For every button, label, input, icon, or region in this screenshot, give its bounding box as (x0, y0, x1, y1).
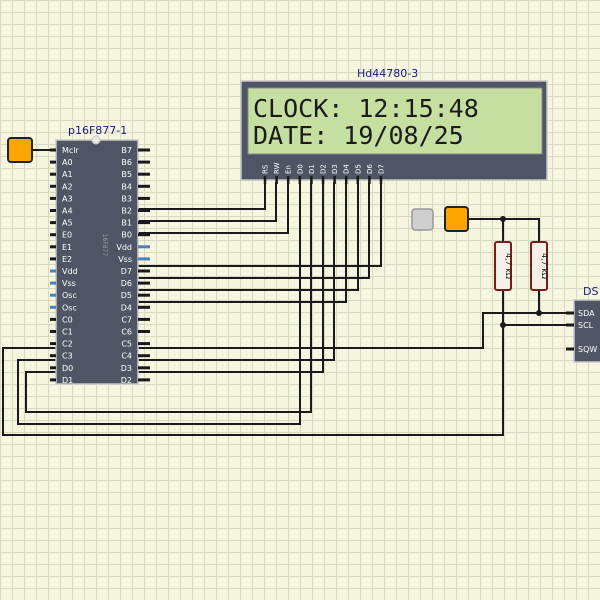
mcu-pin-label: C1 (62, 328, 73, 337)
mcu-pin-label: B1 (121, 219, 132, 228)
mcu-right-pins: B7B6B5B4B3B2B1B0VddVssD7D6D5D4C7C6C5C4D3… (116, 146, 150, 385)
mcu-pin-label: Vss (118, 255, 132, 264)
mcu-pin-label: C7 (121, 315, 132, 324)
mcu-pin-label: B7 (121, 146, 132, 155)
mcu-pin-label: A3 (62, 194, 73, 203)
mcu-pin-label: C5 (121, 340, 132, 349)
resistor-label: 4,7 kΩ (504, 253, 513, 279)
mcu-notch (91, 135, 101, 145)
mcu-pin-label: D3 (121, 364, 132, 373)
wire-scl (2, 324, 566, 436)
wire-d0 (17, 182, 301, 425)
wire-d2 (138, 182, 324, 373)
mcu-pin-label: B5 (121, 170, 132, 179)
mcu-pin-label: A1 (62, 170, 73, 179)
mcu-pin-label: E0 (62, 231, 72, 240)
lcd-pin-label: D4 (343, 164, 351, 174)
wire-d6 (138, 182, 370, 279)
lcd-component[interactable]: Hd44780-3 CLOCK: 12:15:48 DATE: 19/08/25… (240, 67, 548, 184)
lcd-line-1: CLOCK: 12:15:48 (253, 94, 479, 123)
mcu-body (55, 139, 139, 385)
wire-sda (138, 312, 566, 349)
rtc-component[interactable]: DS SDA SCL SQW (566, 285, 600, 363)
rtc-pin-label: SCL (578, 321, 594, 330)
wire-en (138, 182, 289, 234)
junction-dot (536, 310, 542, 316)
mcu-pin-label: B0 (121, 231, 132, 240)
mcu-pin-label: B3 (121, 194, 132, 203)
lcd-line-2: DATE: 19/08/25 (253, 121, 464, 150)
wire-rw (138, 182, 277, 222)
mcu-pin-label: Osc (62, 303, 77, 312)
lcd-screen (247, 87, 543, 155)
lcd-pin-label: En (285, 165, 293, 174)
logic-input-vcc[interactable] (444, 206, 469, 232)
mcu-pin-label: E1 (62, 243, 72, 252)
rtc-pin-label: SQW (578, 345, 597, 354)
mcu-pin-label: C0 (62, 315, 73, 324)
mcu-pin-label: D7 (121, 267, 132, 276)
lcd-pin-label: RS (262, 164, 270, 174)
mcu-pin-label: D2 (121, 376, 132, 385)
mcu-pin-label: C6 (121, 328, 132, 337)
lcd-pin-label: D7 (378, 164, 386, 174)
mcu-pin-label: Vdd (62, 267, 78, 276)
mcu-pin-label: Vss (62, 279, 76, 288)
mcu-pin-label: A5 (62, 219, 73, 228)
lcd-pin-label: D5 (354, 164, 362, 174)
resistor-r2[interactable]: 4,7 kΩ (530, 241, 549, 291)
wire-pullup-supply (468, 218, 540, 242)
mcu-pin-label: B2 (121, 207, 132, 216)
wire-d3 (138, 182, 335, 361)
wire-d4 (138, 182, 347, 303)
mcu-chip-text: 16F877 (101, 234, 108, 257)
push-button[interactable] (411, 208, 434, 231)
mcu-pin-label: D0 (62, 364, 73, 373)
rtc-body (573, 299, 600, 363)
mcu-pin-label: A2 (62, 182, 73, 191)
wire-d5 (138, 182, 359, 291)
mcu-pin-label: D5 (121, 291, 132, 300)
lcd-pin-label: D6 (366, 164, 374, 174)
mcu-pin-label: Mclr (62, 146, 80, 155)
mcu-pin-label: C3 (62, 352, 73, 361)
mcu-pin-label: A4 (62, 207, 73, 216)
lcd-title: Hd44780-3 (357, 67, 418, 80)
wire-d7 (138, 182, 382, 267)
rtc-pin-label: SDA (578, 309, 595, 318)
rtc-title: DS (583, 285, 598, 298)
mcu-pin-label: B4 (121, 182, 132, 191)
lcd-pin-label: D3 (331, 164, 339, 174)
mcu-pin-label: A0 (62, 158, 73, 167)
mcu-pin-label: B6 (121, 158, 132, 167)
logic-input-mclr[interactable] (7, 137, 33, 163)
resistor-body (494, 241, 512, 291)
wire-rs (138, 182, 266, 210)
resistor-label: 4,7 kΩ (540, 253, 549, 279)
lcd-pin-label: D0 (296, 164, 304, 174)
wires (2, 149, 566, 436)
mcu-component[interactable]: p16F877-1 16F877 MclrA0A1A2A3A4A5E0E1E2V… (50, 124, 150, 385)
lcd-pin-label: D1 (308, 164, 316, 174)
mcu-pin-label: D6 (121, 279, 132, 288)
mcu-pin-label: E2 (62, 255, 72, 264)
resistor-r1[interactable]: 4,7 kΩ (494, 241, 513, 291)
resistor-body (530, 241, 548, 291)
mcu-pin-label: Osc (62, 291, 77, 300)
lcd-pin-label: RW (273, 162, 281, 174)
mcu-pin-label: D1 (62, 376, 73, 385)
lcd-pin-label: D2 (320, 164, 328, 174)
junction-dot (500, 216, 506, 222)
junction-dot (500, 322, 506, 328)
mcu-pin-label: C4 (121, 352, 132, 361)
mcu-pin-label: Vdd (116, 243, 132, 252)
mcu-pin-label: C2 (62, 340, 73, 349)
mcu-pin-label: D4 (121, 303, 132, 312)
mcu-title: p16F877-1 (68, 124, 127, 137)
mcu-left-pins: MclrA0A1A2A3A4A5E0E1E2VddVssOscOscC0C1C2… (50, 146, 80, 385)
wire-d1 (25, 182, 312, 413)
